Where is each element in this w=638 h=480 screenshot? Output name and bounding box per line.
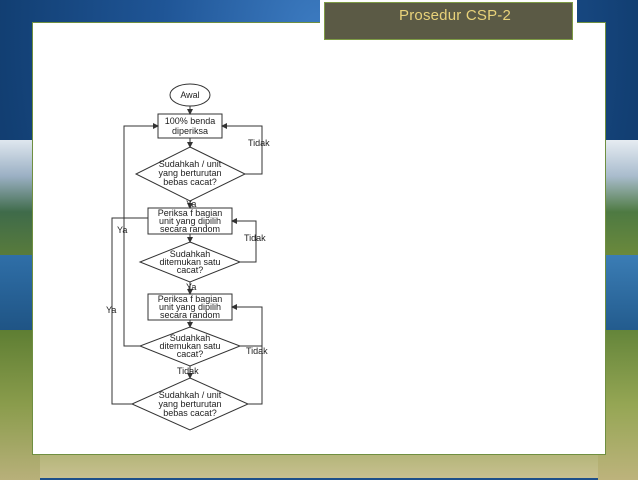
content-panel (32, 22, 606, 455)
step1-line1: 100% benda (165, 116, 216, 126)
edge-label-tidak1: Tidak (248, 138, 270, 148)
step3-line2: unit yang dipilih (159, 302, 221, 312)
edge-label-ya-left1: Ya (117, 225, 127, 235)
decision1-line1: Sudahkah / unit (159, 159, 222, 169)
decision2-line1: Sudahkah (170, 249, 211, 259)
step3-line1: Periksa f bagian (158, 294, 223, 304)
step3-line3: secara random (160, 310, 220, 320)
title-tab: Prosedur CSP-2 (320, 0, 577, 44)
decision4-line2: yang berturutan (158, 399, 221, 409)
decision4-line1: Sudahkah / unit (159, 390, 222, 400)
decision3-line2: ditemukan satu (159, 341, 220, 351)
edge-label-tidak2: Tidak (244, 233, 266, 243)
decision1-line2: yang berturutan (158, 168, 221, 178)
edge-label-tidak3-right: Tidak (246, 346, 268, 356)
step2-line1: Periksa f bagian (158, 208, 223, 218)
title-box: Prosedur CSP-2 (324, 2, 573, 40)
edge-label-ya1: Ya (186, 199, 196, 209)
slide-title: Prosedur CSP-2 (399, 7, 512, 24)
edge-label-ya-left2: Ya (106, 305, 116, 315)
decision3-line1: Sudahkah (170, 333, 211, 343)
decision2-line3: cacat? (177, 265, 204, 275)
step1-line2: diperiksa (172, 126, 208, 136)
decision1-line3: bebas cacat? (163, 177, 217, 187)
edge-label-ya2: Ya (186, 282, 196, 292)
decision4-diamond (130, 377, 250, 431)
decision2-line2: ditemukan satu (159, 257, 220, 267)
step2-line3: secara random (160, 224, 220, 234)
decision3-line3: cacat? (177, 349, 204, 359)
decision4-line3: bebas cacat? (163, 408, 217, 418)
step2-line2: unit yang dipilih (159, 216, 221, 226)
start-label: Awal (180, 90, 199, 100)
edge-label-tidak3-down: Tidak (177, 366, 199, 376)
